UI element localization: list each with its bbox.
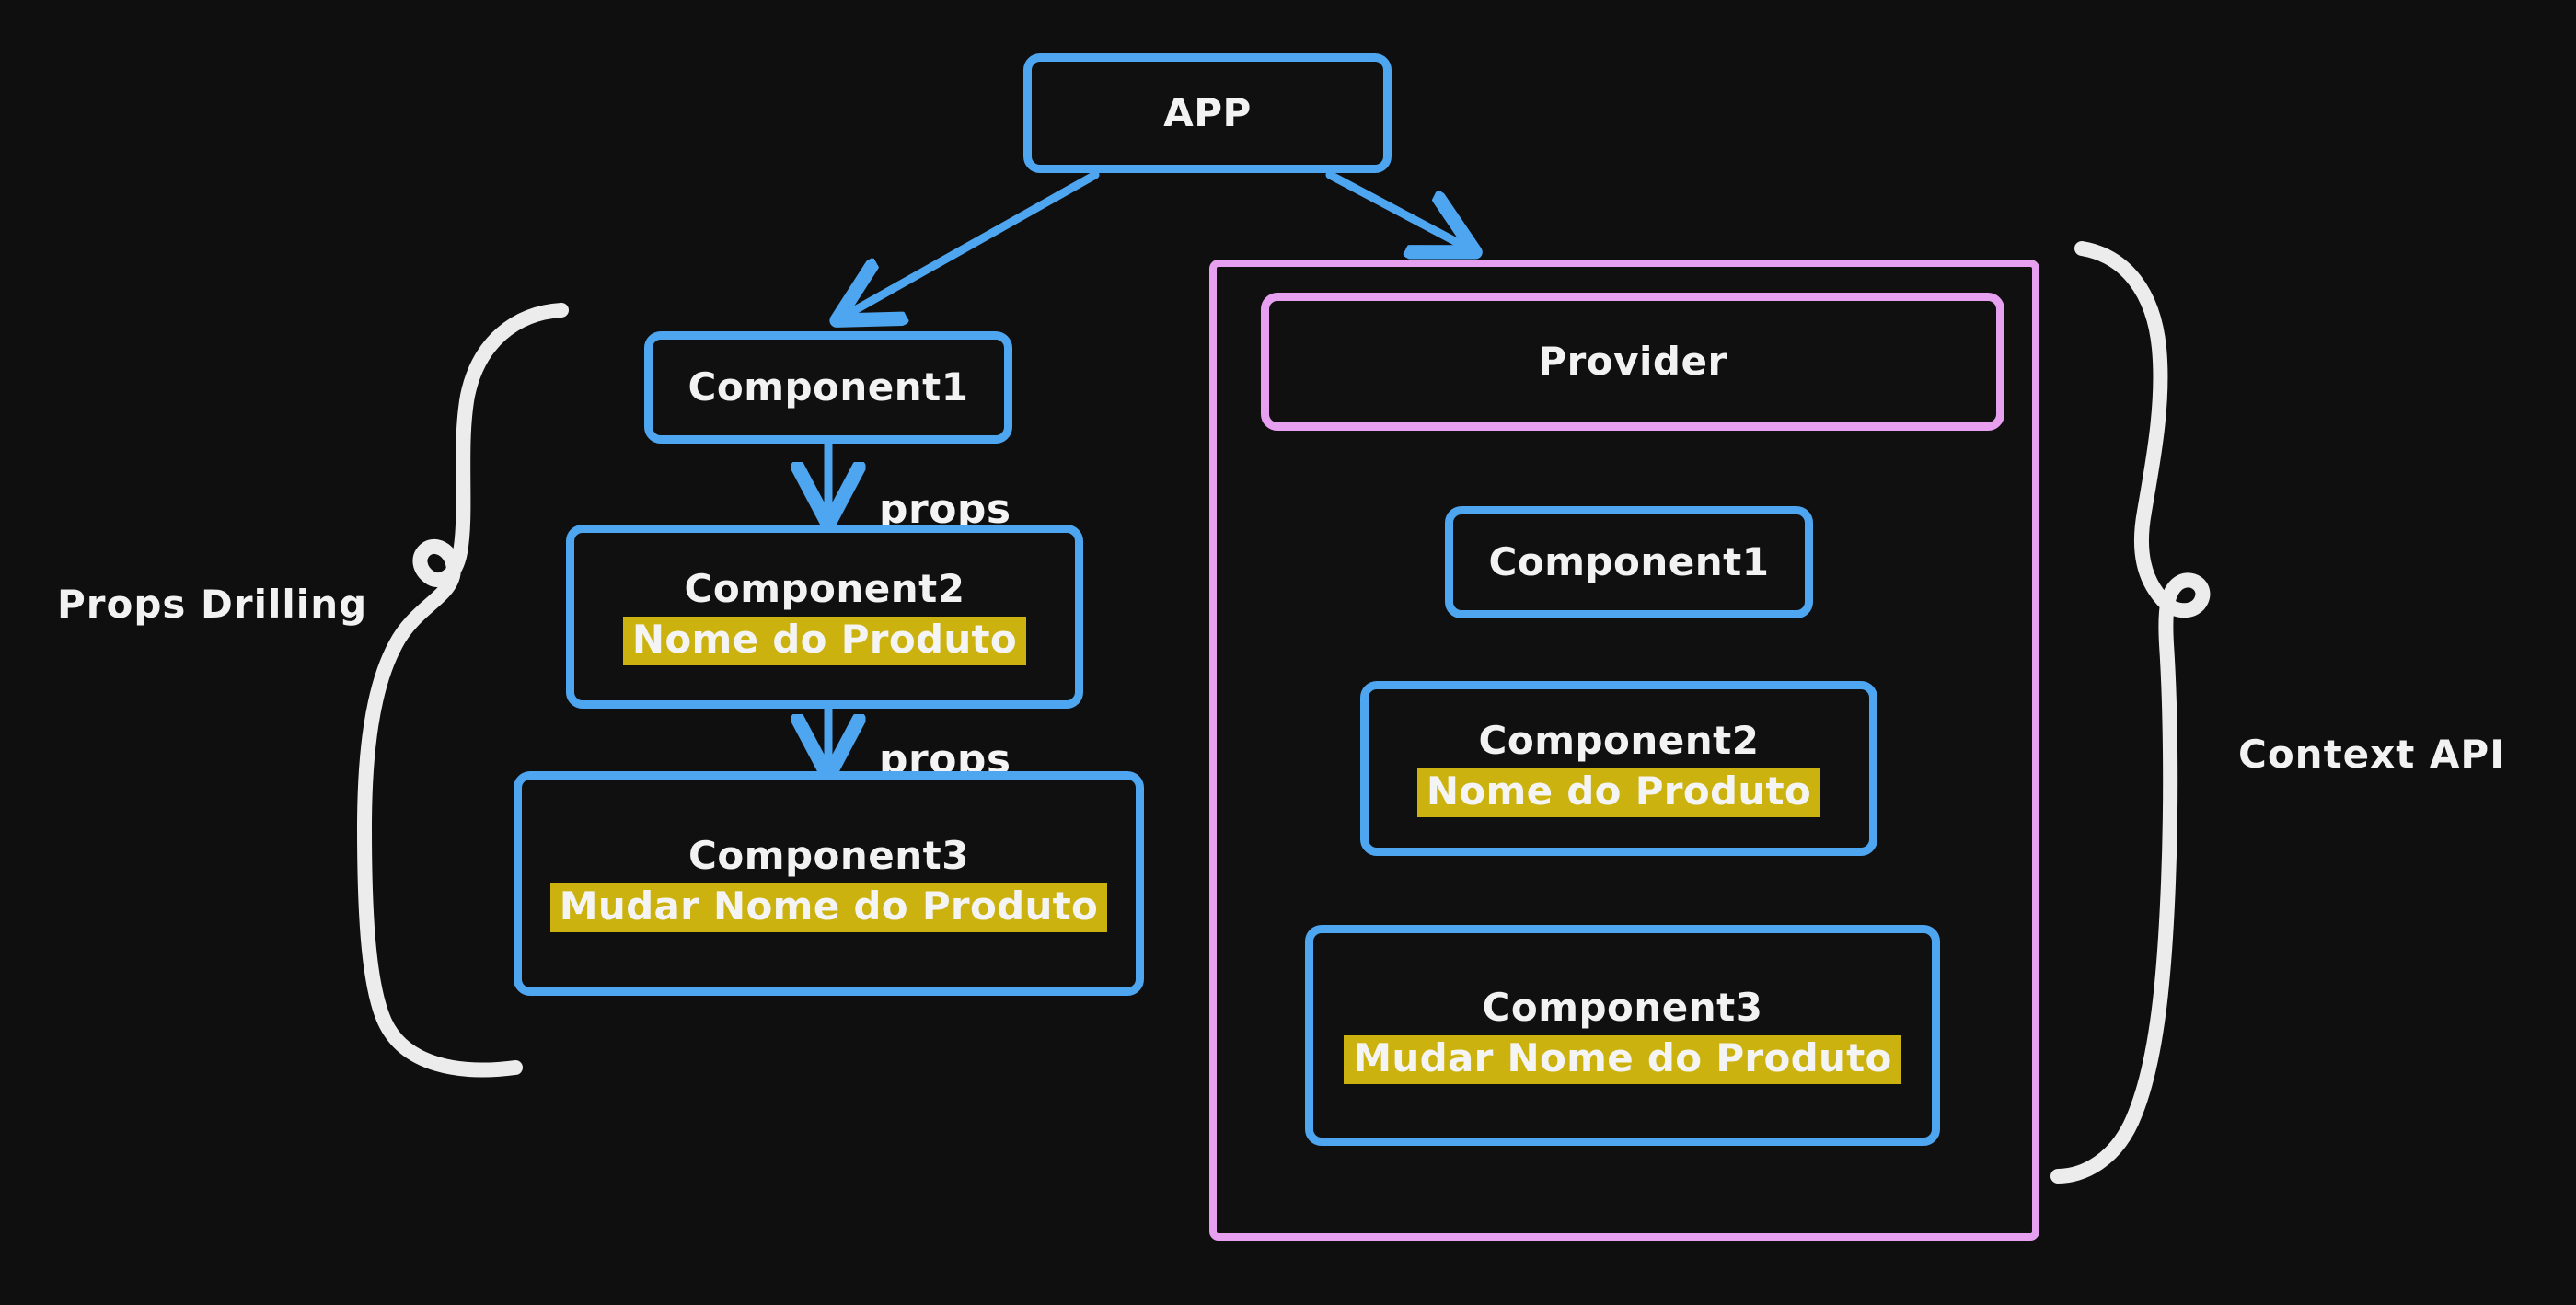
- node-context-component2-highlight: Nome do Produto: [1416, 768, 1821, 817]
- node-props-component3-label: Component3: [688, 833, 969, 879]
- node-app-label: APP: [1163, 89, 1252, 135]
- context-api-label: Context API: [2238, 732, 2505, 777]
- node-context-component3-label: Component3: [1482, 985, 1763, 1031]
- node-context-component2-label: Component2: [1478, 718, 1760, 764]
- node-context-component1[interactable]: Component1: [1445, 506, 1813, 618]
- node-context-component1-label: Component1: [1488, 538, 1770, 584]
- node-context-component3[interactable]: Component3 Mudar Nome do Produto: [1305, 925, 1940, 1146]
- node-provider-label: Provider: [1538, 338, 1727, 384]
- node-props-component2[interactable]: Component2 Nome do Produto: [566, 525, 1083, 709]
- node-props-component2-label: Component2: [684, 566, 965, 612]
- context-api-brace: [2050, 241, 2211, 1184]
- node-context-component2[interactable]: Component2 Nome do Produto: [1360, 681, 1877, 856]
- node-props-component1[interactable]: Component1: [644, 331, 1012, 444]
- node-props-component1-label: Component1: [687, 364, 969, 410]
- edge-app-to-component1: [847, 170, 1100, 315]
- node-props-component2-highlight: Nome do Produto: [622, 616, 1027, 665]
- edge-app-to-provider: [1325, 170, 1465, 247]
- node-props-component3-highlight: Mudar Nome do Produto: [549, 883, 1108, 932]
- node-app[interactable]: APP: [1023, 53, 1392, 173]
- props-drilling-label: Props Drilling: [57, 582, 368, 627]
- node-props-component3[interactable]: Component3 Mudar Nome do Produto: [514, 771, 1144, 996]
- node-context-component3-highlight: Mudar Nome do Produto: [1344, 1034, 1901, 1084]
- node-provider[interactable]: Provider: [1261, 293, 2004, 431]
